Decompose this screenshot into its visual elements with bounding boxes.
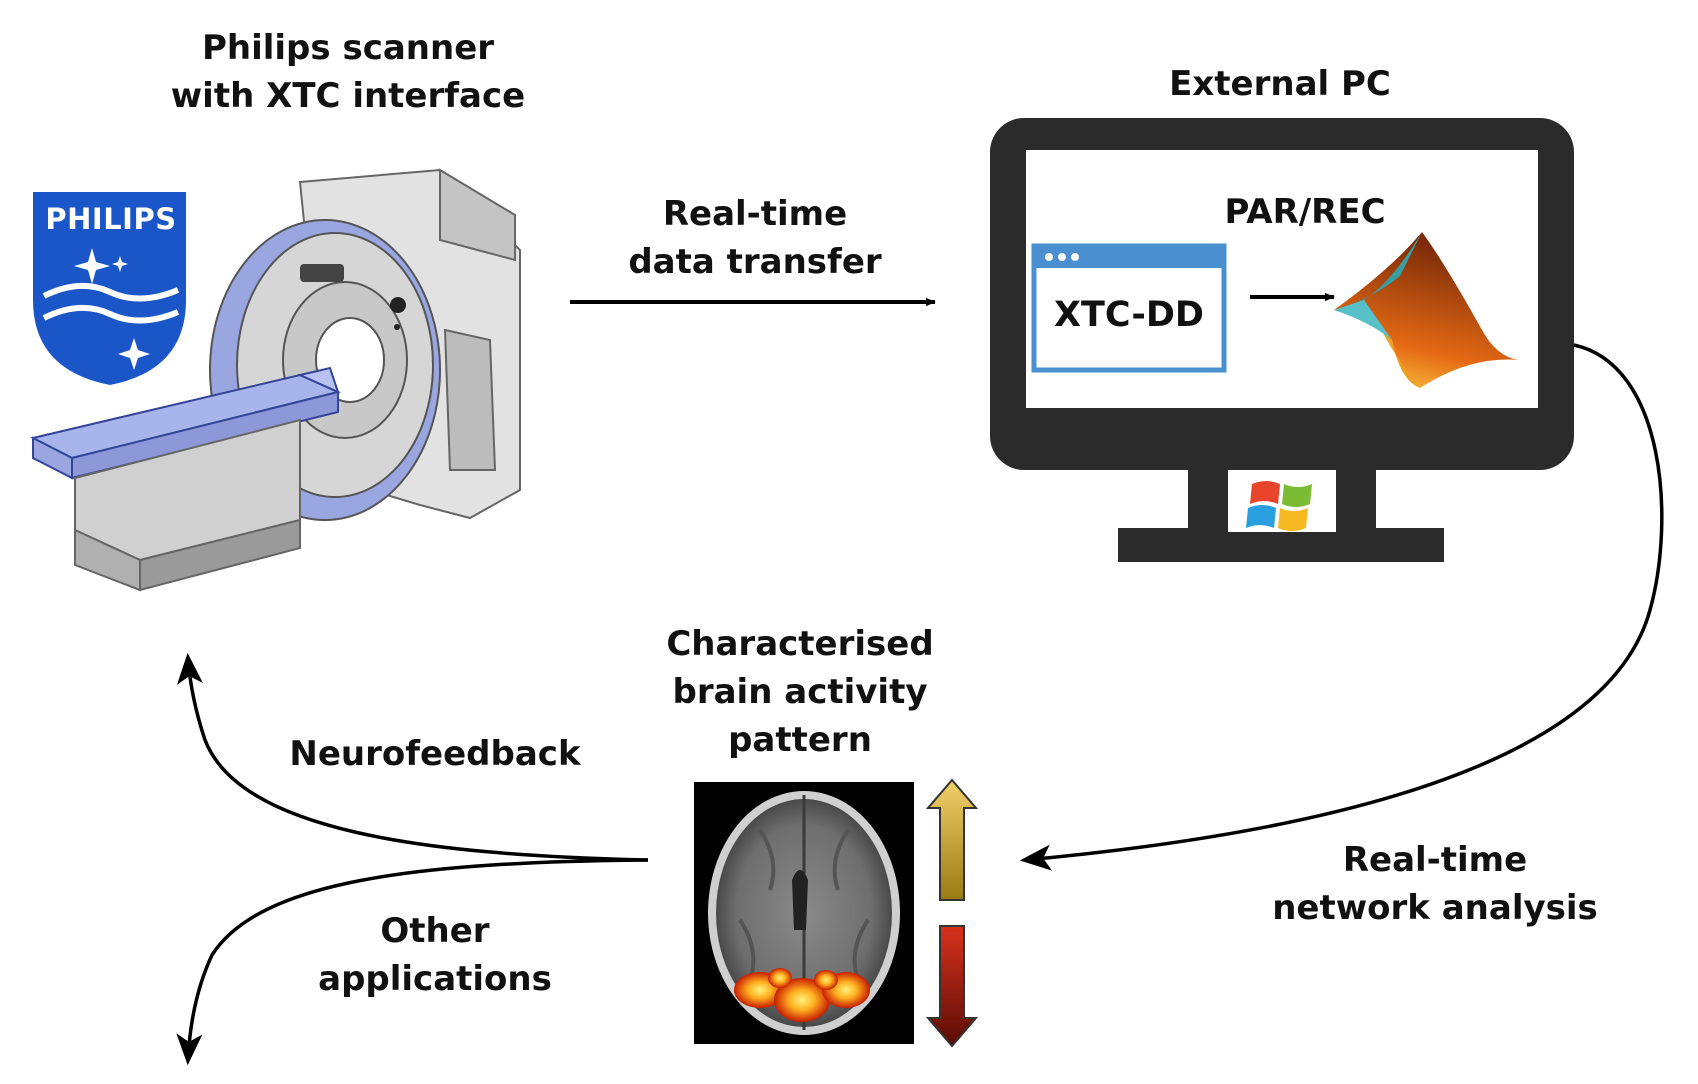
xtc-dd-window xyxy=(1031,243,1227,373)
other-applications-label: Other applications xyxy=(300,907,570,1003)
neurofeedback-arrow xyxy=(176,652,649,862)
network-analysis-label: Real-time network analysis xyxy=(1265,836,1605,932)
network-analysis-line1: Real-time xyxy=(1342,840,1528,880)
neurofeedback-label: Neurofeedback xyxy=(289,734,581,774)
other-applications-line2: applications xyxy=(318,959,552,999)
mri-scanner-icon xyxy=(30,168,521,592)
matlab-logo-icon xyxy=(1334,232,1518,388)
par-rec-label: PAR/REC xyxy=(1224,192,1386,232)
philips-logo-text: PHILIPS xyxy=(45,202,177,236)
brain-scan-image xyxy=(694,782,914,1044)
pc-title: External PC xyxy=(1169,64,1391,104)
brain-pattern-line2: brain activity xyxy=(672,672,928,712)
data-transfer-label: Real-time data transfer xyxy=(600,190,910,286)
xtc-dd-label: XTC-DD xyxy=(1054,295,1204,335)
data-transfer-line1: Real-time xyxy=(662,194,848,234)
network-analysis-line2: network analysis xyxy=(1272,888,1598,928)
scanner-title-line2: with XTC interface xyxy=(170,76,526,116)
brain-pattern-label: Characterised brain activity pattern xyxy=(650,620,950,764)
scanner-title: Philips scanner with XTC interface xyxy=(148,24,548,120)
up-arrow-icon xyxy=(925,778,979,901)
philips-logo xyxy=(33,192,186,385)
brain-pattern-line3: pattern xyxy=(728,720,872,760)
scanner-title-line1: Philips scanner xyxy=(201,28,495,68)
other-applications-line1: Other xyxy=(380,911,490,951)
network-analysis-arrow xyxy=(1019,343,1664,871)
windows-logo-icon xyxy=(1246,481,1312,531)
brain-pattern-line1: Characterised xyxy=(666,624,934,664)
other-applications-arrow xyxy=(176,858,649,1066)
data-transfer-line2: data transfer xyxy=(628,242,882,282)
down-arrow-icon xyxy=(925,925,979,1048)
